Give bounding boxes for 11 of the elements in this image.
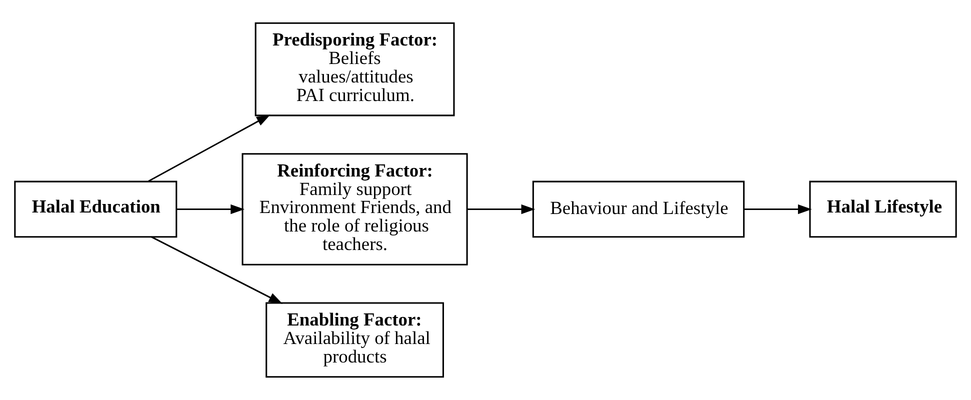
node-box: Predisporing Factor: Beliefs values/attitudes PAI curriculum. <box>254 22 455 116</box>
node-box: Enabling Factor: Availability of halal products <box>266 302 444 378</box>
arrow <box>744 204 812 214</box>
arrow <box>151 236 283 304</box>
arrow <box>176 204 245 214</box>
arrow <box>467 204 536 214</box>
node-box: Behaviour and Lifestyle <box>532 180 745 238</box>
node-box: Reinforcing Factor: Family support Environment Friends, and the role of religious teachers. <box>242 153 468 266</box>
node-box: Halal Education <box>14 180 178 238</box>
node-box: Halal Lifestyle <box>809 180 957 238</box>
arrow <box>148 114 270 182</box>
